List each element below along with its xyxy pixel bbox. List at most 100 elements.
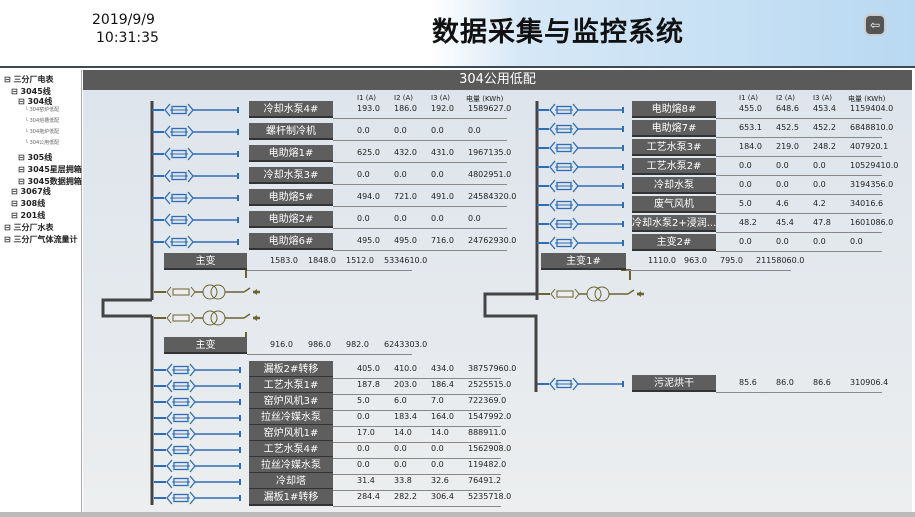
reading-value: 5.0 bbox=[739, 199, 752, 208]
row-underline bbox=[247, 354, 412, 355]
reading-value: 452.5 bbox=[776, 123, 799, 132]
tree-item[interactable]: ⊟ 3045数据拥箱 bbox=[18, 177, 82, 186]
load-label-button[interactable]: 冷却水泵2+浸润... bbox=[632, 215, 716, 232]
load-label-button[interactable]: 冷却塔 bbox=[249, 473, 333, 490]
load-label-button[interactable]: 废气风机 bbox=[632, 196, 716, 213]
load-label-button[interactable]: 拉丝冷媒水泵 bbox=[249, 457, 333, 474]
row-underline bbox=[716, 156, 882, 157]
load-label-button[interactable]: 螺杆制冷机 bbox=[249, 123, 333, 140]
column-header: 电量 (KWh) bbox=[848, 95, 886, 103]
tree-item-label: 304拖炉低配 bbox=[29, 129, 60, 135]
tree-item[interactable]: ⊟ 3045星层拥箱 bbox=[18, 165, 82, 174]
feeder-breaker-icon bbox=[537, 217, 624, 231]
reading-value: 0.0 bbox=[394, 460, 407, 469]
reading-value: 0.0 bbox=[394, 214, 407, 223]
exit-door-icon[interactable]: ⇦ bbox=[864, 14, 886, 36]
load-label-button[interactable]: 漏板2#转移 bbox=[249, 361, 333, 378]
load-label-button[interactable]: 电助熔6# bbox=[249, 233, 333, 250]
feeder-breaker-icon bbox=[152, 147, 239, 161]
row-underline bbox=[333, 442, 501, 443]
tree-item[interactable]: ⊟ 201线 bbox=[11, 211, 46, 220]
column-header: I1 (A) bbox=[357, 94, 376, 102]
reading-value: 45.4 bbox=[776, 218, 794, 227]
tree-item-label: 三分厂电表 bbox=[13, 75, 54, 84]
load-label-button[interactable]: 主变 bbox=[164, 337, 247, 354]
load-label-button[interactable]: 窑炉风机3# bbox=[249, 393, 333, 410]
reading-value: 33.8 bbox=[394, 476, 412, 485]
load-label-button[interactable]: 冷却水泵3# bbox=[249, 167, 333, 184]
reading-value: 986.0 bbox=[308, 340, 331, 349]
load-label-button[interactable]: 工艺水泵4# bbox=[249, 441, 333, 458]
column-header: I3 (A) bbox=[431, 94, 450, 102]
tree-item[interactable]: └ 304熔槽低配 bbox=[25, 118, 60, 124]
tree-item[interactable]: ⊟ 三分厂电表 bbox=[4, 75, 54, 84]
reading-value: 14.0 bbox=[431, 428, 449, 437]
reading-value: 1512.0 bbox=[346, 256, 374, 265]
reading-value: 203.0 bbox=[394, 380, 417, 389]
row-underline bbox=[716, 194, 882, 195]
reading-value: 85.6 bbox=[739, 378, 757, 387]
reading-value: 219.0 bbox=[776, 142, 799, 151]
tree-item[interactable]: ⊟ 3045线 bbox=[11, 87, 51, 96]
feeder-breaker-icon bbox=[154, 411, 241, 425]
tree-item[interactable]: ⊟ 304线 bbox=[18, 97, 53, 106]
reading-value: 0.0 bbox=[357, 126, 370, 135]
reading-value: 10529410.0 bbox=[850, 161, 899, 170]
tree-item[interactable]: └ 304拖炉低配 bbox=[25, 129, 60, 135]
load-label-button[interactable]: 漏板1#转移 bbox=[249, 489, 333, 506]
reading-value: 982.0 bbox=[346, 340, 369, 349]
tree-item[interactable]: ⊟ 三分厂气体流量计 bbox=[4, 235, 78, 244]
reading-value: 495.0 bbox=[394, 236, 417, 245]
main-panel: 304公用低配 bbox=[83, 70, 912, 512]
reading-value: 0.0 bbox=[776, 161, 789, 170]
row-underline bbox=[333, 474, 501, 475]
column-header: I1 (A) bbox=[739, 94, 758, 102]
reading-value: 0.0 bbox=[850, 237, 863, 246]
reading-value: 1601086.0 bbox=[850, 218, 894, 227]
load-label-button[interactable]: 主变 bbox=[164, 253, 247, 270]
reading-value: 625.0 bbox=[357, 148, 380, 157]
feeder-breaker-icon bbox=[152, 169, 239, 183]
load-label-button[interactable]: 工艺水泵3# bbox=[632, 139, 716, 156]
load-label-button[interactable]: 电助熔1# bbox=[249, 145, 333, 162]
date: 2019/9/9 bbox=[92, 12, 155, 28]
single-line-diagram bbox=[101, 101, 644, 505]
load-label-button[interactable]: 电助熔2# bbox=[249, 211, 333, 228]
reading-value: 306.4 bbox=[431, 492, 454, 501]
feeder-breaker-icon bbox=[154, 427, 241, 441]
load-label-button[interactable]: 污泥烘干 bbox=[632, 375, 716, 392]
load-label-button[interactable]: 电助熔7# bbox=[632, 120, 716, 137]
load-label-button[interactable]: 拉丝冷媒水泵 bbox=[249, 409, 333, 426]
load-label-button[interactable]: 电助熔8# bbox=[632, 101, 716, 118]
tree-item[interactable]: └ 304公用低配 bbox=[25, 140, 60, 146]
reading-value: 4802951.0 bbox=[468, 170, 512, 179]
load-label-button[interactable]: 窑炉风机1# bbox=[249, 425, 333, 442]
tree-item[interactable]: ⊟ 308线 bbox=[11, 199, 46, 208]
load-label-button[interactable]: 主变2# bbox=[632, 234, 716, 251]
reading-value: 1110.0 bbox=[648, 256, 676, 265]
load-label-button[interactable]: 冷却水泵 bbox=[632, 177, 716, 194]
load-label-button[interactable]: 电助熔5# bbox=[249, 189, 333, 206]
row-underline bbox=[626, 270, 791, 271]
reading-value: 795.0 bbox=[720, 256, 743, 265]
tree-item-label: 3045星层拥箱 bbox=[27, 165, 82, 174]
row-underline bbox=[716, 392, 882, 393]
reading-value: 407920.1 bbox=[850, 142, 889, 151]
load-label-button[interactable]: 主变1# bbox=[541, 253, 626, 270]
load-label-button[interactable]: 工艺水泵1# bbox=[249, 377, 333, 394]
tree-item[interactable]: ⊟ 三分厂水表 bbox=[4, 223, 54, 232]
feeder-breaker-icon bbox=[154, 379, 241, 393]
row-underline bbox=[716, 175, 882, 176]
reading-value: 6848810.0 bbox=[850, 123, 894, 132]
load-label-button[interactable]: 冷却水泵4# bbox=[249, 101, 333, 118]
row-underline bbox=[333, 228, 507, 229]
row-underline bbox=[333, 394, 501, 395]
tree-item[interactable]: └ 304窑炉低配 bbox=[25, 107, 60, 113]
reading-value: 7.0 bbox=[431, 396, 444, 405]
tree-item[interactable]: ⊟ 3067线 bbox=[11, 187, 51, 196]
tree-item[interactable]: ⊟ 305线 bbox=[18, 153, 53, 162]
reading-value: 282.2 bbox=[394, 492, 417, 501]
load-label-button[interactable]: 工艺水泵2# bbox=[632, 158, 716, 175]
reading-value: 0.0 bbox=[357, 444, 370, 453]
reading-value: 0.0 bbox=[431, 460, 444, 469]
